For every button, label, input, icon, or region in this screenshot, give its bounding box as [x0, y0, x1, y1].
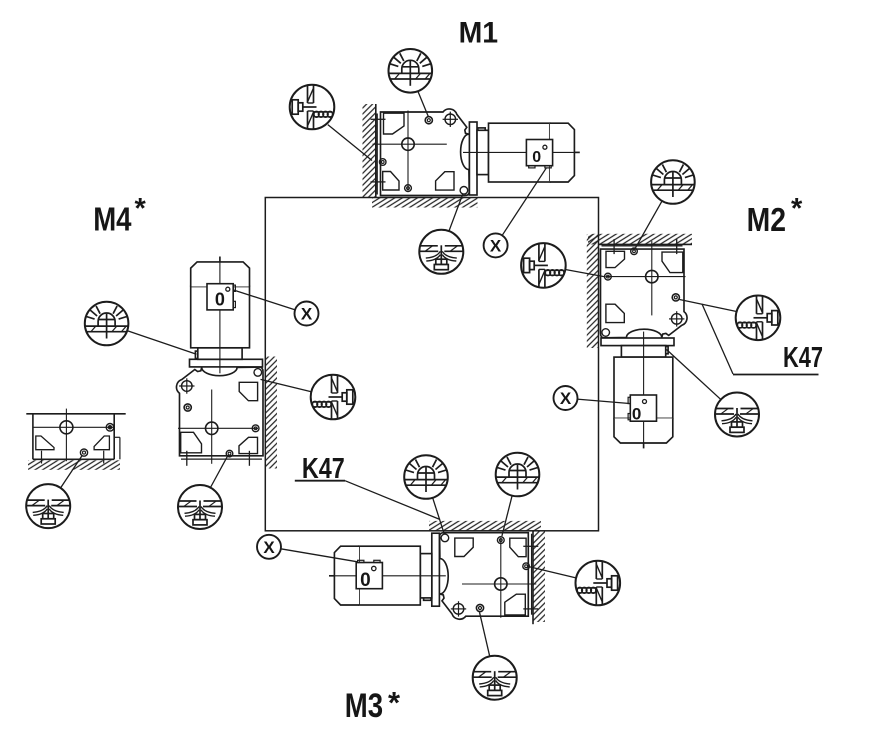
svg-text:0: 0: [532, 149, 541, 166]
svg-text:0: 0: [632, 405, 641, 424]
svg-text:*: *: [388, 685, 401, 720]
svg-text:M1: M1: [459, 17, 499, 50]
svg-text:K47: K47: [783, 342, 823, 374]
svg-text:*: *: [791, 193, 803, 225]
svg-text:M3: M3: [345, 687, 383, 725]
svg-text:0: 0: [360, 570, 371, 591]
svg-text:M4: M4: [93, 200, 132, 237]
svg-text:M2: M2: [747, 201, 786, 238]
svg-text:*: *: [135, 193, 147, 225]
svg-text:K47: K47: [302, 452, 345, 484]
svg-text:0: 0: [215, 290, 225, 310]
